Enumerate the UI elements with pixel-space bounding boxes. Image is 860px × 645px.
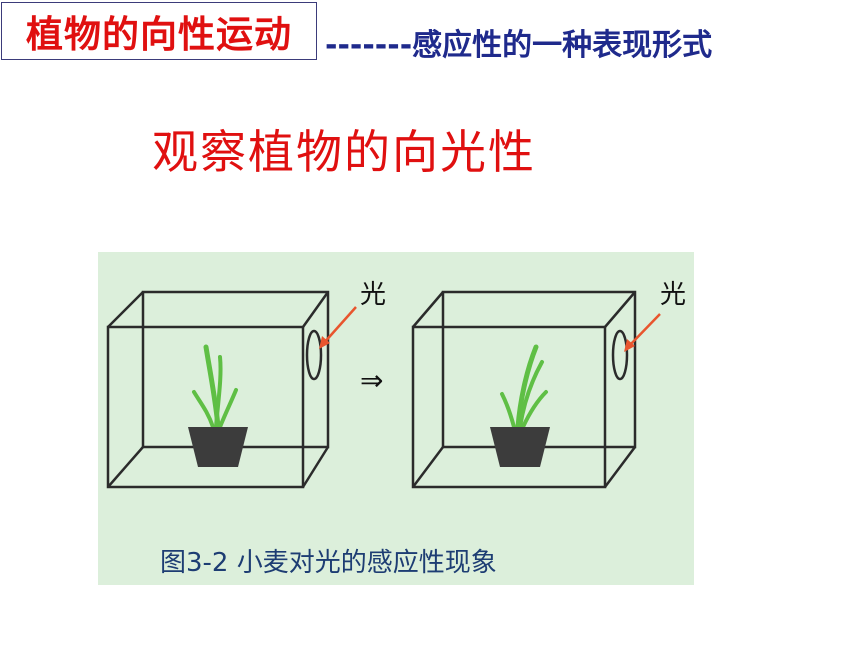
page-subtitle: -------感应性的一种表现形式 xyxy=(325,28,713,63)
experiment-figure: 光 光 ⇒ 图3-2 小麦对光的感应性现象 xyxy=(98,252,694,585)
light-label-left: 光 xyxy=(360,280,387,310)
left-light-arrow xyxy=(319,306,357,349)
title-box: 植物的向性运动 xyxy=(1,2,317,60)
figure-caption: 图3-2 小麦对光的感应性现象 xyxy=(160,548,497,578)
right-plant xyxy=(490,344,550,467)
page-title: 植物的向性运动 xyxy=(26,13,292,56)
light-label-right: 光 xyxy=(660,280,687,310)
transition-arrow: ⇒ xyxy=(360,364,384,397)
left-plant xyxy=(188,344,248,467)
experiment-illustration xyxy=(106,290,661,489)
right-light-arrow xyxy=(624,313,661,352)
section-heading: 观察植物的向光性 xyxy=(152,125,536,179)
